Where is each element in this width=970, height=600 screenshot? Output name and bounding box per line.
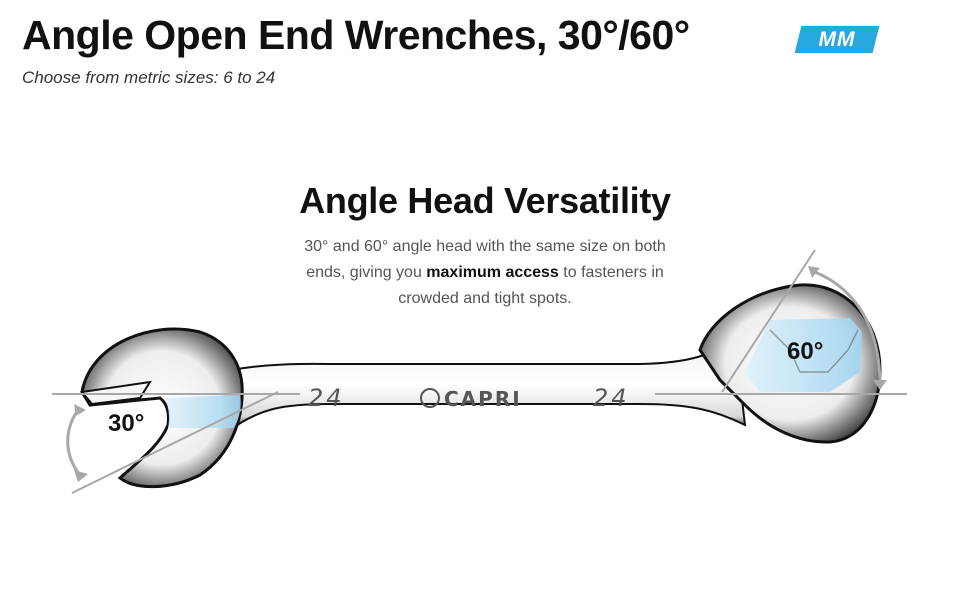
brand-stamp: CAPRI [420, 387, 522, 411]
brand-logo-icon [420, 388, 440, 408]
page-title: Angle Open End Wrenches, 30°/60° [22, 12, 690, 58]
feature-heading: Angle Head Versatility [299, 180, 671, 221]
feature-description: 30° and 60° angle head with the same siz… [304, 238, 666, 307]
size-stamp-left: 24 [308, 384, 345, 412]
right-wrench-head [698, 283, 882, 444]
angle-reference-lines [52, 249, 907, 494]
left-angle-arc [66, 409, 82, 476]
page-subtitle: Choose from metric sizes: 6 to 24 [22, 68, 276, 87]
right-angle-arc [814, 270, 882, 386]
angle-30-label: 30° [108, 410, 145, 437]
angle-60-label: 60° [787, 338, 824, 365]
size-stamp-right: 24 [593, 384, 630, 412]
left-wrench-head [80, 327, 244, 489]
wrench-shaft [213, 338, 747, 432]
